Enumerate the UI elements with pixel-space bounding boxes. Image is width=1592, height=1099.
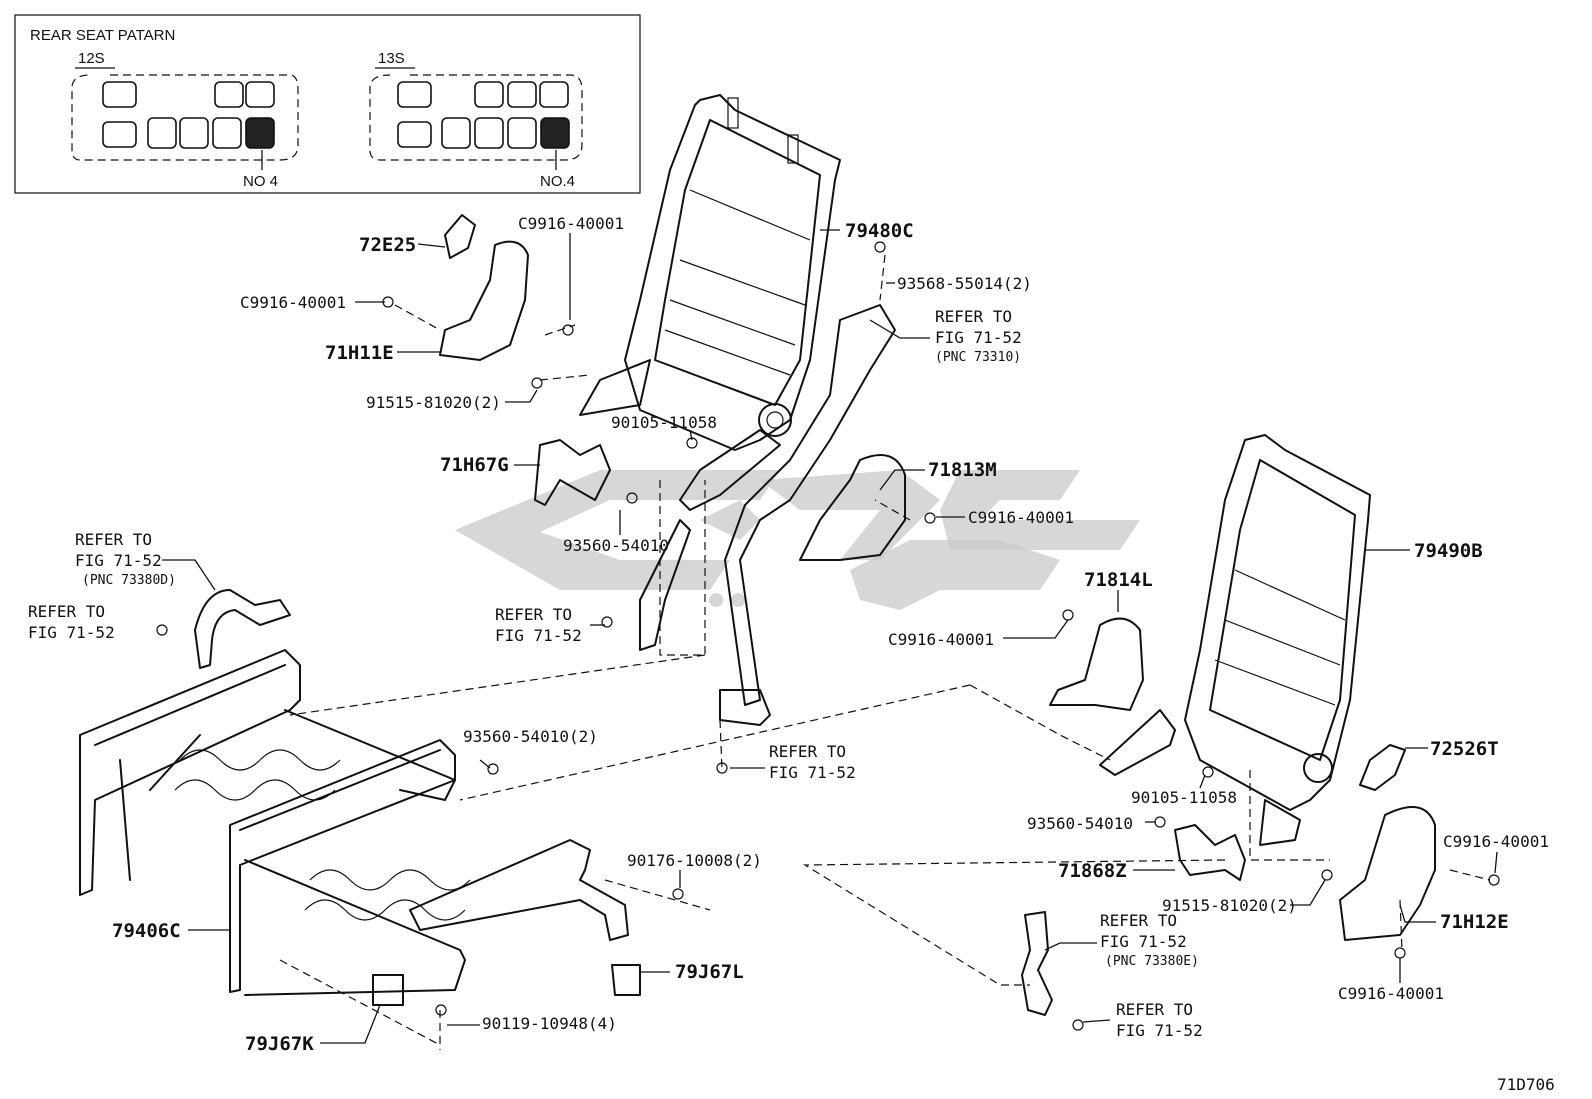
refer-left-line1: REFER TO (75, 530, 152, 549)
label-72526T: 72526T (1430, 738, 1499, 760)
refer-buckle-line2: FIG 71-52 (769, 763, 856, 782)
pattern-13s-seats (397, 81, 570, 149)
refer-left-line2: FIG 71-52 (75, 551, 162, 570)
buckle-bottom-right (1021, 911, 1053, 1016)
cover-71H11E (439, 240, 529, 361)
refer-br2-line2: FIG 71-52 (1116, 1021, 1203, 1040)
label-79490B: 79490B (1414, 540, 1483, 562)
pattern-12s-label: 12S (78, 50, 105, 67)
refer-left2-line1: REFER TO (28, 602, 105, 621)
refer-left-line3: (PNC 73380D) (82, 573, 176, 588)
refer-br1-line2: FIG 71-52 (1100, 932, 1187, 951)
pattern-13s-outline (369, 74, 583, 161)
watermark-logo (455, 470, 1140, 610)
label-79J67K: 79J67K (245, 1033, 314, 1055)
refer-buckle-line1: REFER TO (769, 742, 846, 761)
label-91515-right: 91515-81020(2) (1162, 896, 1297, 915)
label-c9916-f: C9916-40001 (1338, 984, 1444, 1003)
seat-no4-highlight (540, 117, 570, 149)
label-93560-c: 93560-54010 (1027, 814, 1133, 833)
label-93560-b: 93560-54010(2) (463, 727, 598, 746)
leader-lines (162, 229, 1498, 1044)
pattern-12s-outline (71, 74, 299, 161)
seatback-frame-79480C (579, 94, 841, 451)
belt-assembly-left (639, 304, 896, 726)
label-71H67G: 71H67G (440, 454, 509, 476)
buckle-top-left (194, 589, 291, 669)
refer-left2-line2: FIG 71-52 (28, 623, 115, 642)
label-c9916-e: C9916-40001 (1443, 832, 1549, 851)
refer-br2-line1: REFER TO (1116, 1000, 1193, 1019)
refer-br1-line1: REFER TO (1100, 911, 1177, 930)
refer-br1-line3: (PNC 73380E) (1105, 954, 1199, 969)
seatback-frame-79490B (1099, 434, 1371, 846)
no4-label-12s: NO 4 (243, 173, 278, 190)
retractor-box (719, 689, 771, 726)
knob-72526T (1359, 744, 1406, 791)
legend-frame (14, 14, 641, 194)
cover-71814L (1049, 617, 1144, 711)
bracket-71868Z (1174, 824, 1246, 881)
label-93560-a: 93560-54010 (563, 536, 669, 555)
label-79480C: 79480C (845, 220, 914, 242)
legend-title: REAR SEAT PATARN (30, 27, 175, 44)
figure-code: 71D706 (1497, 1075, 1555, 1094)
refer-top-line1: REFER TO (935, 307, 1012, 326)
label-71H11E: 71H11E (325, 342, 394, 364)
label-71814L: 71814L (1084, 569, 1153, 591)
label-90176: 90176-10008(2) (627, 851, 762, 870)
pattern-12s-seats (102, 81, 275, 149)
clip-79J67L (611, 964, 641, 996)
bracket-71H67G (534, 439, 611, 506)
label-90119: 90119-10948(4) (482, 1014, 617, 1033)
fasteners (156, 241, 1500, 1031)
label-c9916-d: C9916-40001 (888, 630, 994, 649)
refer-mid-line1: REFER TO (495, 605, 572, 624)
seat-pattern-legend: REAR SEAT PATARN 12S NO 4 13S (14, 14, 641, 194)
label-71868Z: 71868Z (1058, 860, 1127, 882)
label-91515-left: 91515-81020(2) (366, 393, 501, 412)
clip-79J67K (372, 974, 404, 1006)
seat-no4-highlight (245, 117, 275, 149)
label-79406C: 79406C (112, 920, 181, 942)
label-93568: 93568-55014(2) (897, 274, 1032, 293)
label-71813M: 71813M (928, 459, 997, 481)
label-c9916-b: C9916-40001 (240, 293, 346, 312)
label-71H12E: 71H12E (1440, 911, 1509, 933)
no4-label-13s: NO.4 (540, 173, 575, 190)
refer-mid-line2: FIG 71-52 (495, 626, 582, 645)
refer-top-line3: (PNC 73310) (935, 350, 1021, 365)
seat-cushion-frame-79406C (79, 649, 629, 996)
label-c9916-c: C9916-40001 (968, 508, 1074, 527)
cover-71813M (799, 454, 906, 561)
label-72E25: 72E25 (359, 234, 416, 256)
label-c9916-a: C9916-40001 (518, 214, 624, 233)
refer-top-line2: FIG 71-52 (935, 328, 1022, 347)
pattern-13s-label: 13S (378, 50, 405, 67)
assembly-dashed-lines (279, 254, 1491, 1050)
label-79J67L: 79J67L (675, 961, 744, 983)
label-90105-right: 90105-11058 (1131, 788, 1237, 807)
cover-71H12E (1339, 806, 1436, 941)
knob-72E25 (444, 214, 476, 259)
label-90105-left: 90105-11058 (611, 413, 717, 432)
